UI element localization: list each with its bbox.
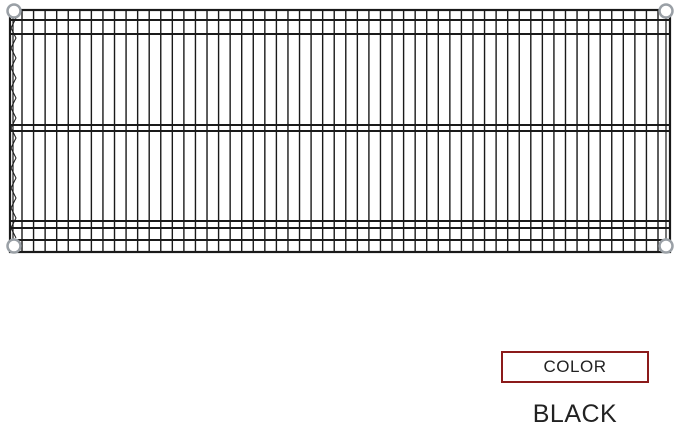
color-heading: COLOR bbox=[543, 357, 607, 376]
shelf-wire-grid bbox=[8, 8, 672, 254]
corner-post-socket-icon bbox=[658, 238, 674, 254]
color-value: BLACK bbox=[532, 400, 618, 428]
corner-post-socket-icon bbox=[6, 3, 22, 19]
shelf-edge-truss bbox=[10, 17, 17, 239]
corner-post-socket-icon bbox=[658, 3, 674, 19]
wire-shelf-image bbox=[6, 3, 674, 254]
corner-post-socket-icon bbox=[6, 238, 22, 254]
shelf-corner-posts bbox=[6, 3, 674, 254]
color-label-box: COLOR bbox=[501, 351, 649, 383]
